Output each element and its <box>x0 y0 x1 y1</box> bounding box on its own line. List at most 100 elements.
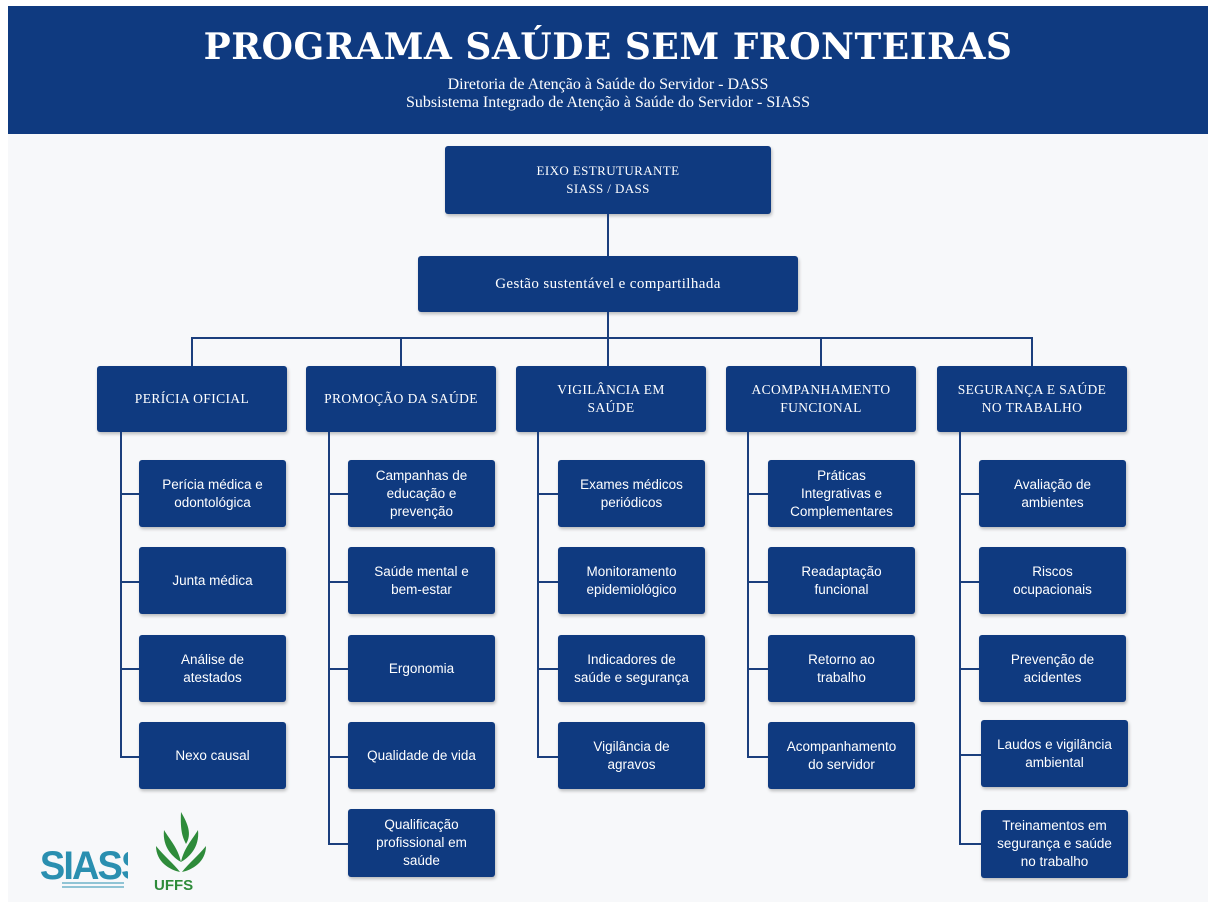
item-line: Laudos e vigilância <box>997 736 1112 752</box>
item-line: profissional em <box>376 835 467 850</box>
connector-drop-col2 <box>400 337 402 366</box>
item-line: atestados <box>183 669 242 685</box>
tree-branch <box>120 493 139 495</box>
header-subtitle-siass: Subsistema Integrado de Atenção à Saúde … <box>406 94 810 111</box>
uffs-logo: UFFS <box>150 810 212 894</box>
item-line: Integrativas e <box>800 485 883 501</box>
item-line: Ergonomia <box>388 660 455 676</box>
item-line: Saúde mental e <box>374 563 469 579</box>
category-title-line: FUNCIONAL <box>780 400 862 415</box>
connector-drop-col3 <box>607 337 609 366</box>
connector-drop-col4 <box>820 337 822 366</box>
tree-branch <box>959 493 979 495</box>
item-praticas-integrativas: Práticas Integrativas e Complementares <box>768 460 915 527</box>
item-ergonomia: Ergonomia <box>348 635 495 702</box>
tree-branch <box>328 493 348 495</box>
tree-branch <box>537 668 558 670</box>
item-line: odontológica <box>174 494 251 510</box>
item-line: Junta médica <box>172 572 253 588</box>
item-line: Retorno ao <box>808 651 875 667</box>
tree-branch <box>120 581 139 583</box>
item-line: Qualificação <box>384 817 459 832</box>
item-line: segurança e saúde <box>997 836 1112 851</box>
item-line: periódicos <box>600 494 663 510</box>
horizontal-distribution-bar <box>191 337 1033 339</box>
item-readaptacao-funcional: Readaptação funcional <box>768 547 915 614</box>
item-retorno-ao-trabalho: Retorno ao trabalho <box>768 635 915 702</box>
item-line: Nexo causal <box>175 747 250 763</box>
item-line: epidemiológico <box>586 581 677 597</box>
root-node-line1: EIXO ESTRUTURANTE <box>536 163 680 178</box>
category-promocao-da-saude: PROMOÇÃO DA SAÚDE <box>306 366 496 432</box>
connector-management-bar <box>607 312 609 338</box>
item-line: Exames médicos <box>580 476 683 492</box>
item-line: agravos <box>607 756 656 772</box>
tree-branch <box>537 493 558 495</box>
category-title-line: NO TRABALHO <box>981 400 1083 415</box>
tree-branch <box>959 754 981 756</box>
tree-branch <box>120 756 139 758</box>
item-qualidade-de-vida: Qualidade de vida <box>348 722 495 789</box>
tree-branch <box>120 668 139 670</box>
uffs-logo-graphic: UFFS <box>154 812 206 894</box>
root-node-line2: SIASS / DASS <box>566 181 650 196</box>
item-line: acidentes <box>1023 669 1082 685</box>
item-campanhas-educacao-prevencao: Campanhas de educação e prevenção <box>348 460 495 527</box>
tree-branch <box>747 668 768 670</box>
tree-branch <box>959 843 981 845</box>
item-line: no trabalho <box>1020 854 1089 869</box>
connector-root-management <box>607 214 609 256</box>
tree-trunk-col1 <box>120 432 122 758</box>
item-line: do servidor <box>808 756 875 772</box>
tree-branch <box>537 581 558 583</box>
tree-branch <box>747 756 768 758</box>
item-line: Monitoramento <box>586 563 677 579</box>
page-title: PROGRAMA SAÚDE SEM FRONTEIRAS <box>203 26 1013 68</box>
tree-branch <box>328 581 348 583</box>
tree-branch <box>747 581 768 583</box>
item-line: funcional <box>814 581 869 597</box>
item-line: Prevenção de <box>1010 651 1095 667</box>
category-title-line: PROMOÇÃO DA SAÚDE <box>324 391 478 406</box>
management-node: Gestão sustentável e compartilhada <box>418 256 798 312</box>
item-line: ocupacionais <box>1013 581 1092 597</box>
item-pericia-medica-odontologica: Perícia médica e odontológica <box>139 460 286 527</box>
category-title-line: PERÍCIA OFICIAL <box>134 391 250 406</box>
tree-branch <box>747 493 768 495</box>
item-line: bem-estar <box>391 581 452 597</box>
category-acompanhamento-funcional: ACOMPANHAMENTO FUNCIONAL <box>726 366 916 432</box>
item-saude-mental-bem-estar: Saúde mental e bem-estar <box>348 547 495 614</box>
header-banner: PROGRAMA SAÚDE SEM FRONTEIRAS Diretoria … <box>8 6 1208 134</box>
item-exames-medicos-periodicos: Exames médicos periódicos <box>558 460 705 527</box>
item-acompanhamento-do-servidor: Acompanhamento do servidor <box>768 722 915 789</box>
item-riscos-ocupacionais: Riscos ocupacionais <box>979 547 1126 614</box>
item-line: ambiental <box>1025 754 1084 770</box>
category-seguranca-saude-trabalho: SEGURANÇA E SAÚDE NO TRABALHO <box>937 366 1127 432</box>
siass-logo-graphic: SIASS <box>40 844 147 888</box>
item-line: Qualidade de vida <box>367 747 476 763</box>
svg-text:SIASS: SIASS <box>40 844 128 888</box>
item-line: Práticas <box>817 467 866 483</box>
connector-drop-col1 <box>191 337 193 366</box>
item-junta-medica: Junta médica <box>139 547 286 614</box>
item-prevencao-de-acidentes: Prevenção de acidentes <box>979 635 1126 702</box>
root-node: EIXO ESTRUTURANTE SIASS / DASS <box>445 146 771 214</box>
item-line: Complementares <box>790 503 893 519</box>
item-line: Treinamentos em <box>1002 818 1107 833</box>
item-line: Riscos <box>1032 563 1073 579</box>
item-analise-de-atestados: Análise de atestados <box>139 635 286 702</box>
item-line: Campanhas de <box>375 467 468 483</box>
item-line: saúde e segurança <box>574 669 689 685</box>
tree-branch <box>537 756 558 758</box>
item-nexo-causal: Nexo causal <box>139 722 286 789</box>
category-title-line: SAÚDE <box>587 400 635 415</box>
item-avaliacao-de-ambientes: Avaliação de ambientes <box>979 460 1126 527</box>
category-pericia-oficial: PERÍCIA OFICIAL <box>97 366 287 432</box>
item-line: Indicadores de <box>587 651 676 667</box>
tree-branch <box>328 668 348 670</box>
connector-drop-col5 <box>1031 337 1033 366</box>
item-line: Análise de <box>180 651 245 667</box>
tree-branch <box>328 756 348 758</box>
tree-branch <box>959 668 979 670</box>
management-node-label: Gestão sustentável e compartilhada <box>495 275 721 292</box>
